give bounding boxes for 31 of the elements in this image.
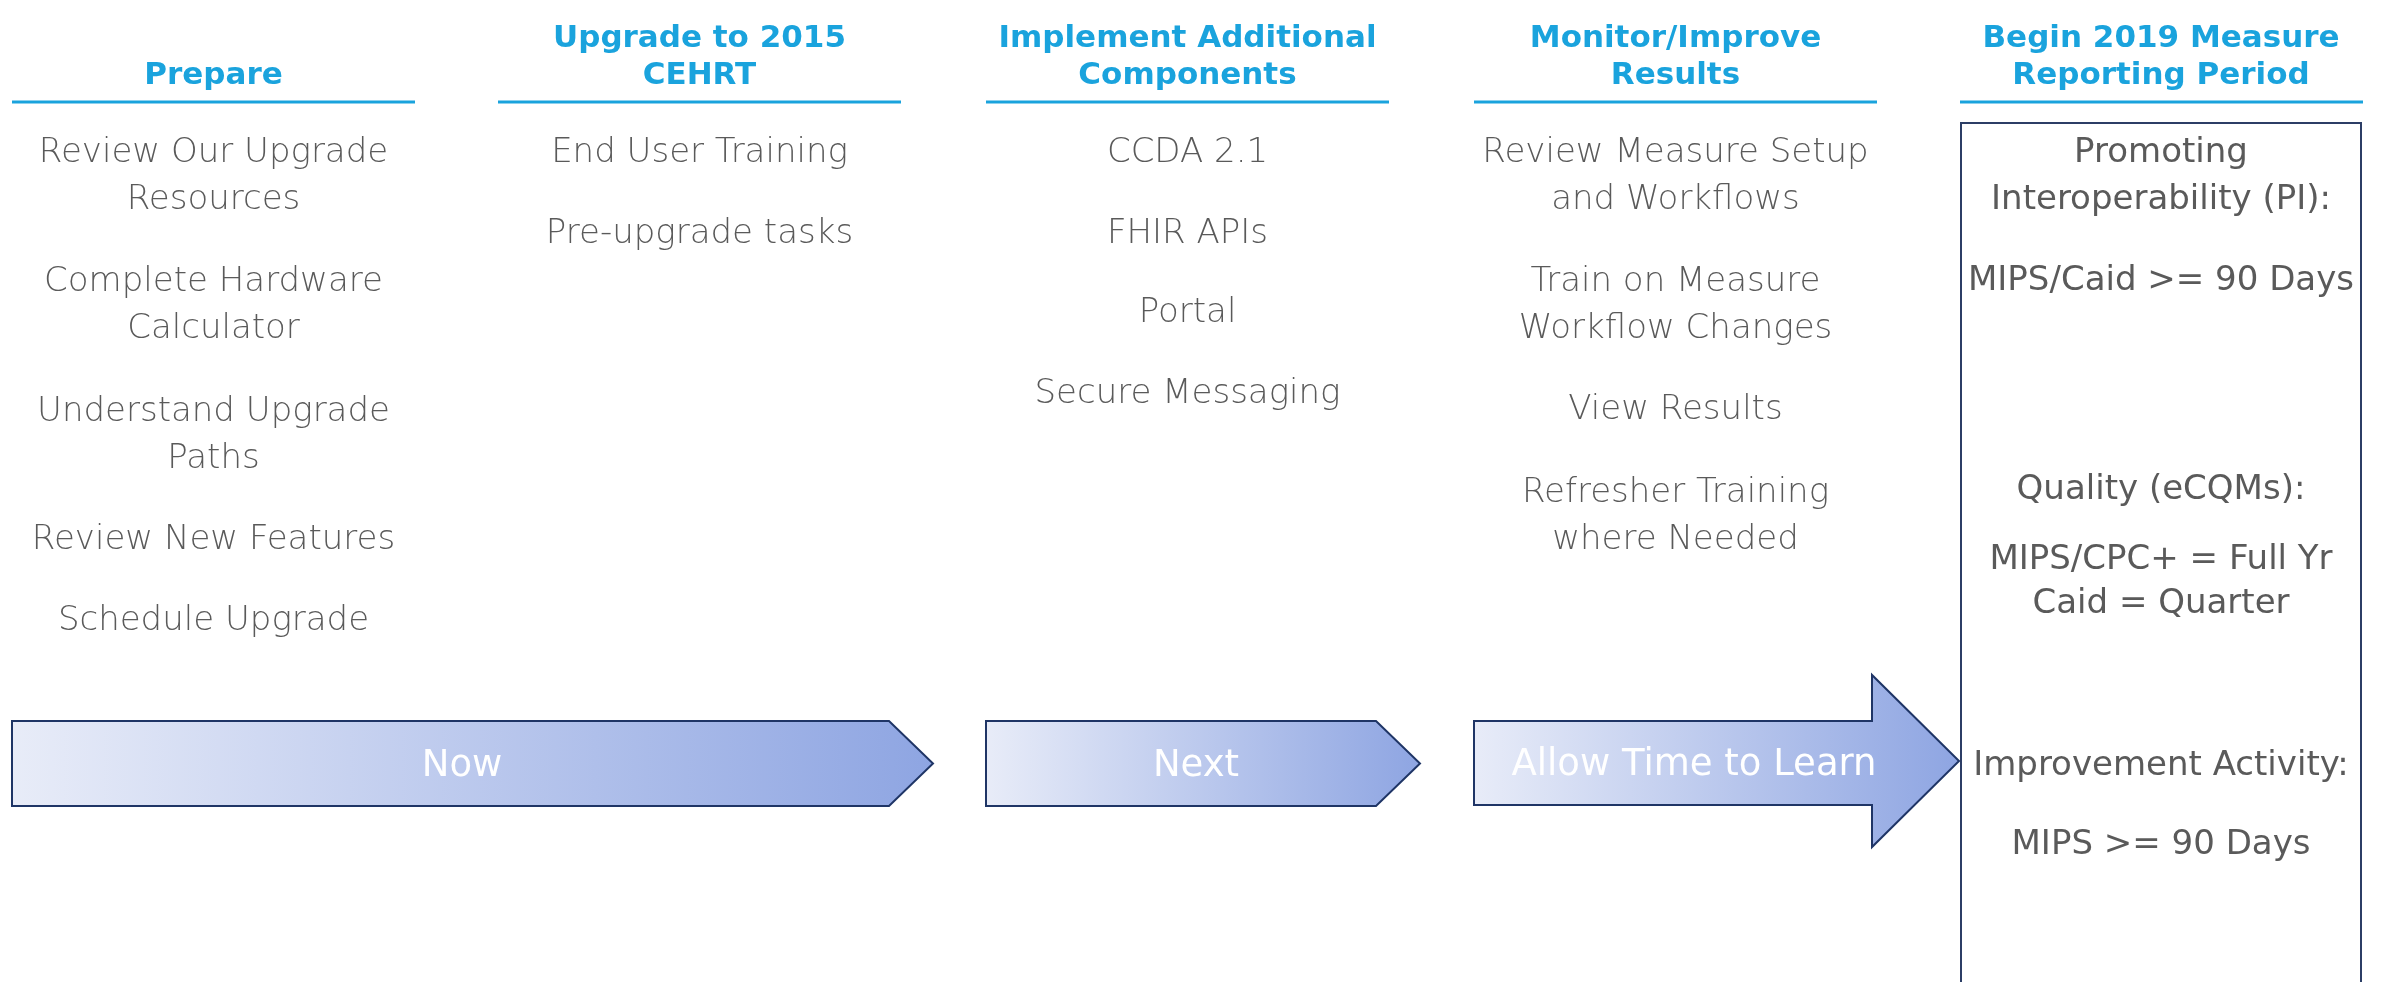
arrow-shape [986,721,1420,806]
measure-text: MIPS/Caid >= 90 Days [1967,257,2355,300]
measure-text: Quality (eCQMs): [2015,466,2307,509]
arrow-label: Now [420,741,504,787]
column-heading: Upgrade to 2015 CEHRT [552,17,847,92]
measure-text: Caid = Quarter [2031,580,2291,623]
column-heading: Implement Additional Components [997,17,1378,92]
column-heading: Begin 2019 Measure Reporting Period [1981,17,2341,92]
task-item: CCDA 2.1 [1105,129,1270,172]
measure-text: MIPS >= 90 Days [2010,821,2312,864]
task-item: Secure Messaging [1033,370,1342,413]
column-heading: Prepare [143,54,284,92]
task-item: Review Measure Setup and Workflows [1481,129,1870,219]
measure-text: Improvement Activity: [1972,742,2350,785]
measure-text: MIPS/CPC+ = Full Yr [1988,536,2334,579]
task-item: Refresher Training where Needed [1520,469,1831,559]
task-item: Understand Upgrade Paths [36,388,391,478]
task-item: Portal [1137,289,1238,332]
task-item: Review New Features [30,516,397,559]
task-item: Schedule Upgrade [56,597,371,640]
task-item: FHIR APIs [1105,210,1270,253]
task-item: Train on Measure Workflow Changes [1517,258,1834,348]
task-item: End User Training [550,129,849,172]
task-item: Review Our Upgrade Resources [37,129,390,219]
task-item: Complete Hardware Calculator [43,258,384,348]
task-item: View Results [1567,386,1784,429]
column-heading: Monitor/Improve Results [1528,17,1823,92]
arrow-label: Next [1151,741,1241,787]
arrow-shape [1474,675,1959,847]
task-item: Pre-upgrade tasks [544,210,855,253]
measure-text: Promoting Interoperability (PI): [1990,129,2332,219]
